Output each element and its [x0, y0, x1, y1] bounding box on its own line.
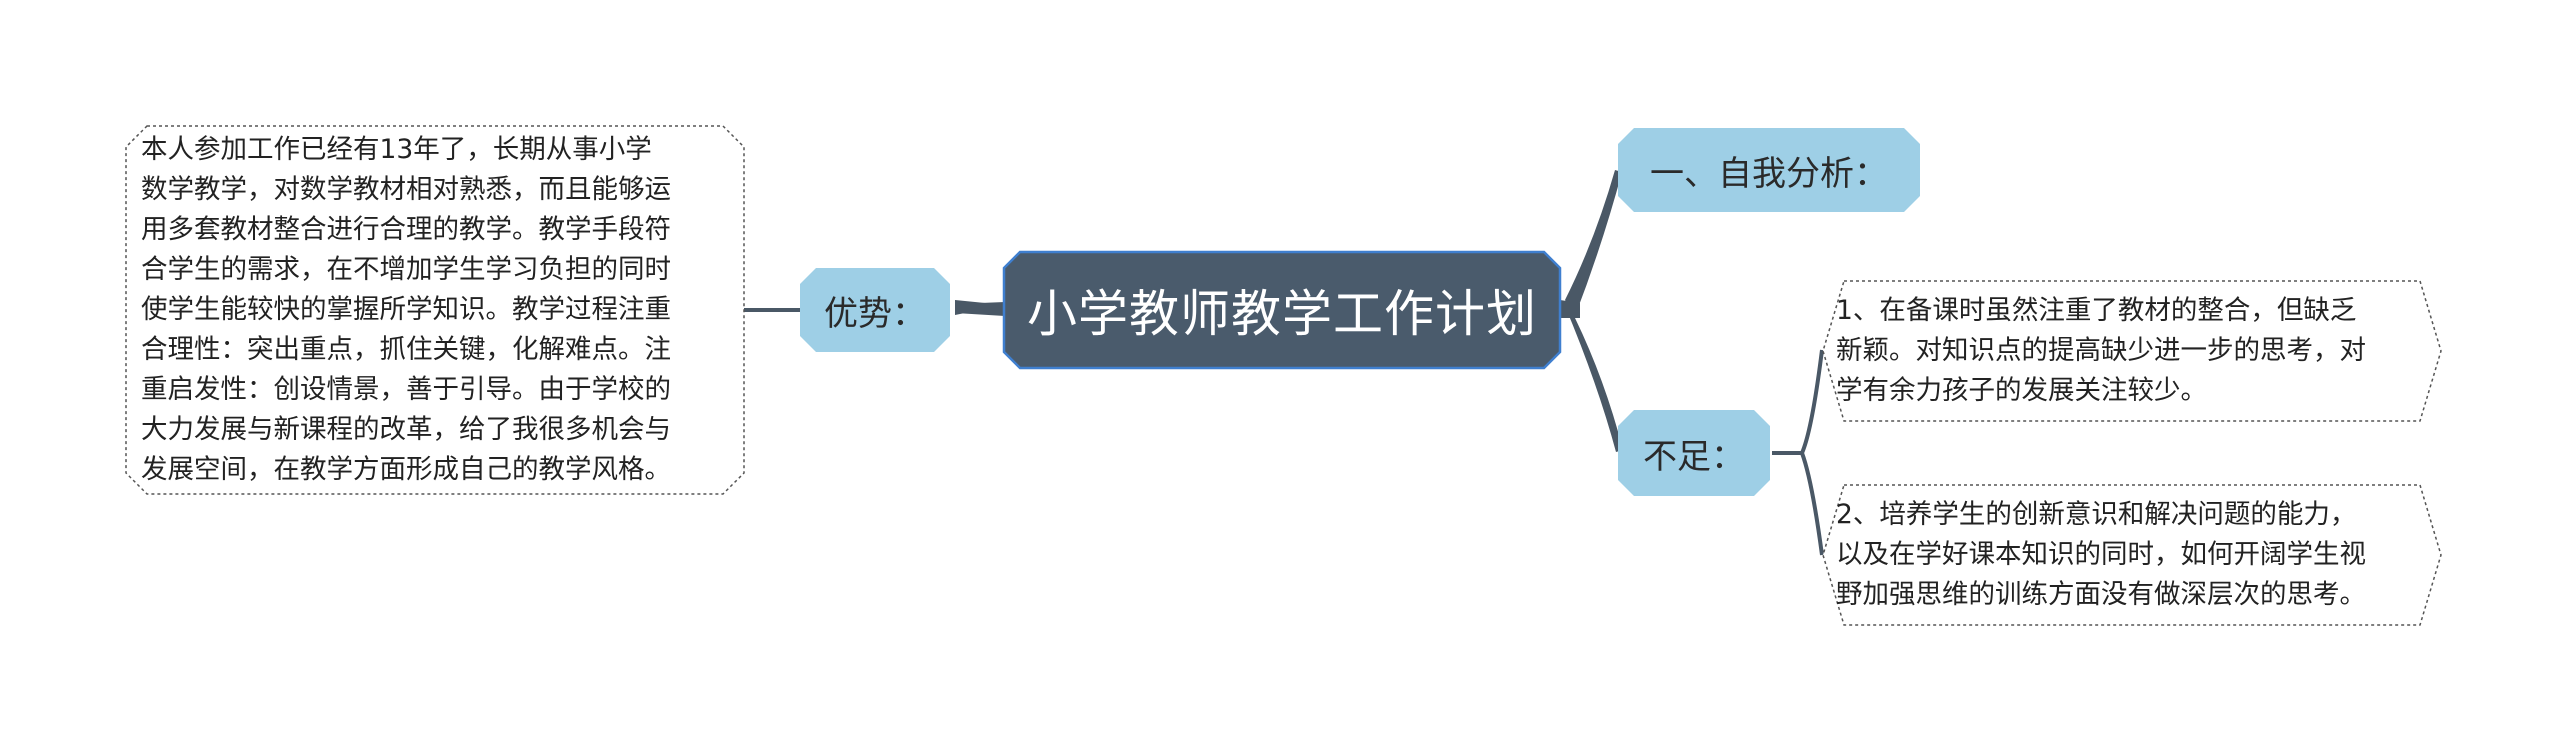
- connector-shortcoming-detail2: [1800, 452, 1824, 556]
- topic-shortcoming-label: 不足：: [1643, 436, 1745, 477]
- detail-shortcoming-2-border: [1822, 484, 2442, 626]
- detail-shortcoming-2[interactable]: 2、培养学生的创新意识和解决问题的能力， 以及在学好课本知识的同时，如何开阔学生…: [1822, 484, 2442, 626]
- topic-advantage-label: 优势：: [824, 293, 926, 334]
- topic-self-analysis-label: 一、自我分析：: [1650, 153, 1888, 194]
- detail-shortcoming-1-text: 1、在备课时虽然注重了教材的整合，但缺乏 新颖。对知识点的提高缺少进一步的思考，…: [1836, 295, 2366, 406]
- topic-shortcoming-shape: [1618, 410, 1770, 496]
- detail-shortcoming-1[interactable]: 1、在备课时虽然注重了教材的整合，但缺乏 新颖。对知识点的提高缺少进一步的思考，…: [1822, 280, 2442, 422]
- topic-shortcoming[interactable]: 不足：: [1618, 410, 1770, 496]
- topic-self-analysis[interactable]: 一、自我分析：: [1618, 128, 1920, 212]
- connector-shortcoming-detail1: [1800, 349, 1824, 454]
- connector-root-stub: [1560, 300, 1580, 318]
- connector-root-selfanalysis: [1565, 170, 1622, 316]
- detail-advantage-text: 本人参加工作已经有13年了，长期从事小学 数学教学，对数学教材相对熟悉，而且能够…: [141, 134, 671, 485]
- root-label: 小学教师教学工作计划: [1027, 285, 1537, 343]
- detail-advantage[interactable]: 本人参加工作已经有13年了，长期从事小学 数学教学，对数学教材相对熟悉，而且能够…: [125, 125, 745, 495]
- topic-self-analysis-shape: [1618, 128, 1920, 212]
- connector-root-shortcoming: [1565, 306, 1623, 452]
- topic-advantage-shape: [800, 268, 950, 352]
- detail-shortcoming-1-border: [1822, 280, 2442, 422]
- detail-advantage-border: [125, 125, 745, 495]
- root-node-shape: [1002, 250, 1562, 370]
- connector-root-advantage-stem: [955, 302, 1005, 316]
- detail-shortcoming-2-text: 2、培养学生的创新意识和解决问题的能力， 以及在学好课本知识的同时，如何开阔学生…: [1836, 499, 2366, 610]
- topic-advantage[interactable]: 优势：: [800, 268, 950, 352]
- root-node[interactable]: 小学教师教学工作计划: [1002, 250, 1562, 370]
